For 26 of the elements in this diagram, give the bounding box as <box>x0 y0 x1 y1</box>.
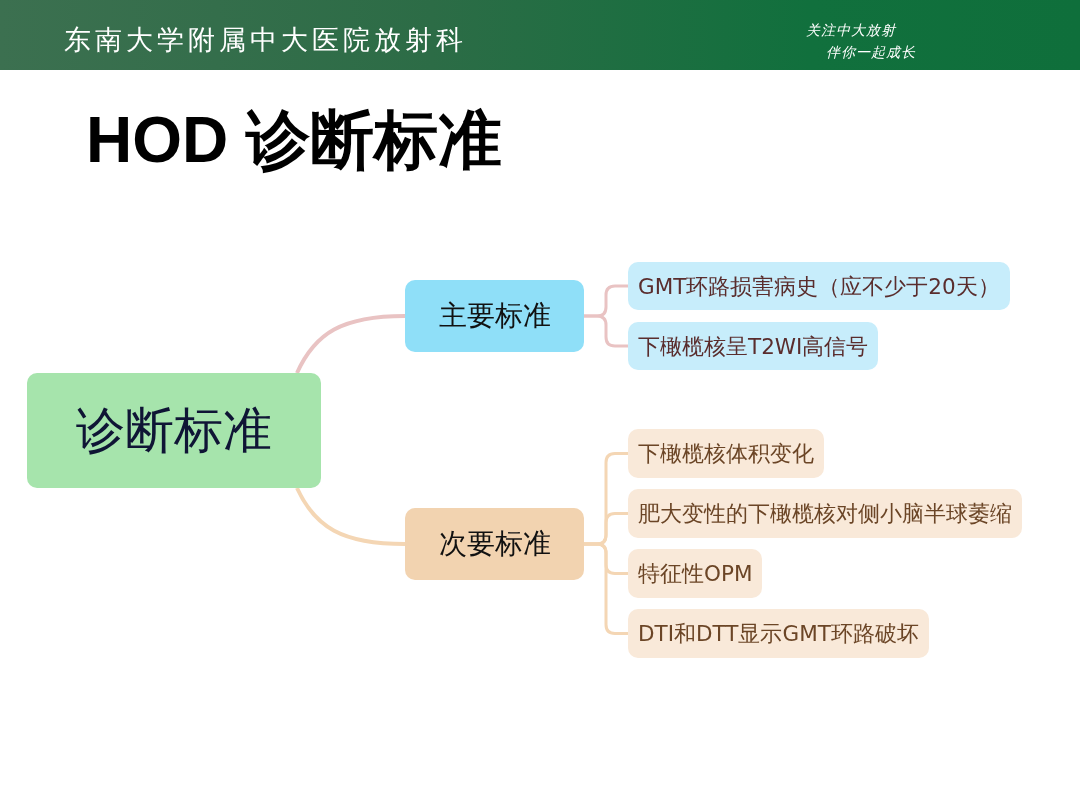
node-label: 下橄榄核体积变化 <box>638 440 814 468</box>
criterion-box <box>628 489 1022 538</box>
branch-box <box>405 280 584 352</box>
criterion-box <box>628 429 824 478</box>
connector-line <box>584 542 628 635</box>
topic-box <box>27 373 321 488</box>
connector-line <box>295 487 406 546</box>
node-label: 肥大变性的下橄榄核对侧小脑半球萎缩 <box>638 500 1012 528</box>
criterion-box <box>628 549 763 598</box>
criterion-box <box>628 322 879 370</box>
connector-line <box>584 314 628 348</box>
node-label: 次要标准 <box>438 526 551 562</box>
node-label: 特征性OPM <box>638 560 753 588</box>
slogan-text: 关注中大放射 <box>806 21 896 39</box>
slide-title: HOD 诊断标准 <box>86 103 502 178</box>
criterion-box <box>628 262 1010 310</box>
connector-line <box>295 314 406 374</box>
node-label: GMT环路损害病史（应不少于20天） <box>638 272 1000 301</box>
node-label: 诊断标准 <box>76 400 272 461</box>
node-label: DTI和DTT显示GMT环路破坏 <box>638 620 919 648</box>
slogan-text: 伴你一起成长 <box>826 43 916 61</box>
branch-box <box>405 508 584 580</box>
header-title: 东南大学附属中大医院放射科 <box>64 23 467 57</box>
node-label: 主要标准 <box>438 298 551 334</box>
criterion-box <box>628 609 929 658</box>
node-label: 下橄榄核呈T2WI高信号 <box>638 332 869 361</box>
